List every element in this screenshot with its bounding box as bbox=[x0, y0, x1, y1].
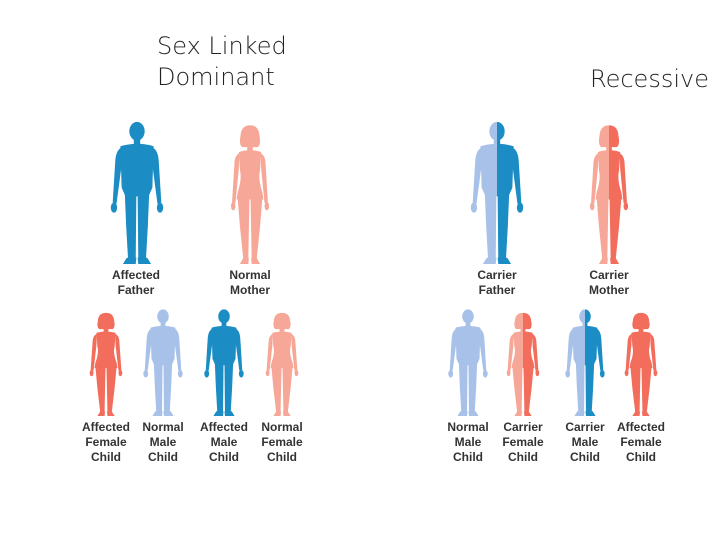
caption-line: Mother bbox=[589, 283, 629, 297]
caption-line: Male bbox=[454, 435, 482, 449]
figure-carrier-father bbox=[465, 120, 529, 264]
figure-normal-male-child-recessive bbox=[444, 308, 492, 416]
figure-carrier-female-child bbox=[499, 312, 547, 416]
figure-affected-female-child bbox=[82, 312, 130, 416]
caption-line: Normal bbox=[261, 420, 303, 434]
male-silhouette-icon bbox=[470, 121, 524, 264]
caption-line: Father bbox=[478, 283, 516, 297]
figure-normal-male-child bbox=[139, 308, 187, 416]
caption-line: Mother bbox=[230, 283, 270, 297]
male-silhouette-icon bbox=[204, 309, 244, 416]
caption-carrier-father: Carrier Father bbox=[461, 268, 533, 298]
caption-affected-female-child: Affected Female Child bbox=[74, 420, 138, 465]
caption-line: Affected bbox=[199, 420, 248, 434]
caption-line: Child bbox=[508, 450, 538, 464]
male-silhouette-icon bbox=[143, 309, 183, 416]
caption-line: Affected bbox=[111, 268, 160, 282]
caption-line: Female bbox=[620, 435, 662, 449]
figure-normal-mother bbox=[222, 124, 278, 264]
caption-normal-male-child-recessive: Normal Male Child bbox=[436, 420, 500, 465]
caption-line: Affected bbox=[616, 420, 665, 434]
caption-line: Male bbox=[210, 435, 238, 449]
female-silhouette-icon bbox=[265, 312, 299, 416]
female-silhouette-icon bbox=[589, 125, 629, 264]
dominant-title-line1: Sex Linked bbox=[157, 32, 287, 60]
caption-carrier-male-child: Carrier Male Child bbox=[553, 420, 617, 465]
male-silhouette-icon bbox=[448, 309, 488, 416]
caption-carrier-mother: Carrier Mother bbox=[573, 268, 645, 298]
caption-line: Normal bbox=[142, 420, 184, 434]
caption-line: Normal bbox=[229, 268, 271, 282]
female-silhouette-icon bbox=[506, 312, 540, 416]
caption-line: Female bbox=[502, 435, 544, 449]
caption-affected-male-child: Affected Male Child bbox=[192, 420, 256, 465]
caption-line: Child bbox=[626, 450, 656, 464]
female-silhouette-icon bbox=[624, 312, 658, 416]
caption-line: Female bbox=[261, 435, 303, 449]
caption-line: Male bbox=[149, 435, 177, 449]
female-silhouette-icon bbox=[89, 312, 123, 416]
figure-affected-female-child-recessive bbox=[617, 312, 665, 416]
caption-line: Child bbox=[570, 450, 600, 464]
caption-line: Carrier bbox=[477, 268, 517, 282]
caption-normal-mother: Normal Mother bbox=[214, 268, 286, 298]
caption-normal-male-child: Normal Male Child bbox=[131, 420, 195, 465]
caption-affected-father: Affected Father bbox=[100, 268, 172, 298]
figure-normal-female-child bbox=[258, 312, 306, 416]
male-silhouette-icon bbox=[565, 309, 605, 416]
caption-line: Carrier bbox=[589, 268, 629, 282]
recessive-title: Recessive bbox=[590, 65, 709, 93]
figure-affected-father bbox=[105, 120, 169, 264]
caption-line: Child bbox=[209, 450, 239, 464]
caption-line: Carrier bbox=[503, 420, 543, 434]
caption-line: Male bbox=[571, 435, 599, 449]
caption-line: Child bbox=[91, 450, 121, 464]
female-silhouette-icon bbox=[230, 125, 270, 264]
caption-line: Affected bbox=[81, 420, 130, 434]
caption-line: Child bbox=[148, 450, 178, 464]
caption-line: Female bbox=[85, 435, 127, 449]
figure-carrier-male-child bbox=[561, 308, 609, 416]
figure-carrier-mother bbox=[581, 124, 637, 264]
caption-line: Child bbox=[267, 450, 297, 464]
caption-line: Child bbox=[453, 450, 483, 464]
caption-affected-female-child-recessive: Affected Female Child bbox=[609, 420, 673, 465]
caption-carrier-female-child: Carrier Female Child bbox=[491, 420, 555, 465]
figure-affected-male-child bbox=[200, 308, 248, 416]
male-silhouette-icon bbox=[110, 121, 164, 264]
dominant-title-line2: Dominant bbox=[157, 63, 275, 91]
caption-line: Father bbox=[117, 283, 155, 297]
caption-line: Carrier bbox=[565, 420, 605, 434]
caption-normal-female-child: Normal Female Child bbox=[250, 420, 314, 465]
caption-line: Normal bbox=[447, 420, 489, 434]
